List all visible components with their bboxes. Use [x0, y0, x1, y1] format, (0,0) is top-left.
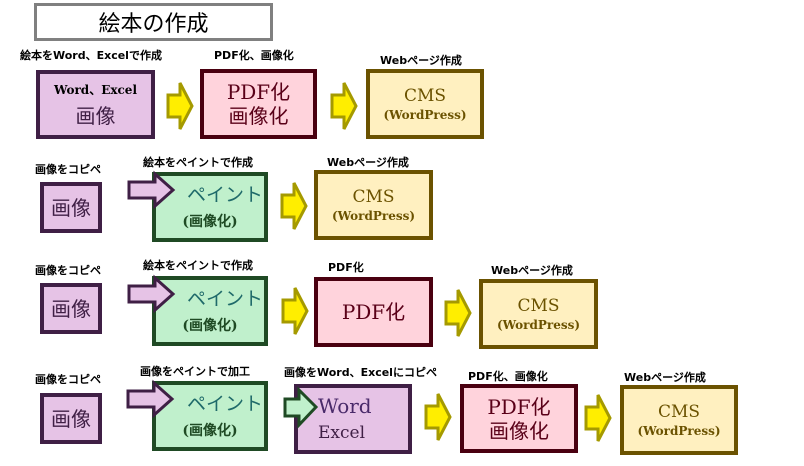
box-text: PDF化	[226, 80, 291, 104]
box-text: 画像	[51, 195, 91, 220]
diagram-title: 絵本の作成	[34, 3, 273, 41]
box-subtext: (画像化)	[182, 214, 238, 230]
box-text: CMS	[352, 187, 395, 207]
cms-box: CMS (WordPress)	[366, 69, 484, 139]
right-arrow-icon	[330, 82, 358, 130]
box-text: 画像	[51, 406, 91, 431]
box-subtext: (WordPress)	[331, 209, 416, 223]
box-text: CMS	[403, 86, 447, 106]
right-arrow-icon	[127, 170, 176, 210]
image-box: 画像	[40, 182, 102, 233]
word-excel-image-box: Word、Excel 画像	[36, 70, 155, 139]
box-text: ペイント	[186, 393, 263, 415]
box-subtext: (WordPress)	[496, 318, 581, 332]
box-text: Excel	[318, 423, 366, 443]
step-label: 画像をコピペ	[35, 264, 101, 277]
step-label: PDF化	[328, 261, 364, 274]
box-subtext: (画像化)	[182, 423, 238, 439]
box-subtext: (WordPress)	[637, 424, 721, 438]
right-arrow-icon	[127, 274, 176, 314]
step-label: 画像をWord、Excelにコピペ	[284, 366, 437, 379]
step-label: Webページ作成	[380, 54, 462, 67]
paint-box: ペイント (画像化)	[152, 172, 268, 242]
paint-box: ペイント (画像化)	[152, 381, 268, 451]
box-text: 画像	[51, 296, 91, 321]
step-label: Webページ作成	[327, 156, 409, 169]
image-box: 画像	[40, 283, 102, 334]
box-text: CMS	[657, 402, 701, 422]
step-label: 絵本をペイントで作成	[143, 259, 253, 272]
step-label: Webページ作成	[491, 264, 573, 277]
box-text: 画像化	[228, 104, 289, 128]
step-label: 絵本をペイントで作成	[143, 156, 253, 169]
pdf-box: PDF化	[314, 277, 433, 347]
right-arrow-icon	[424, 393, 452, 441]
step-label: PDF化、画像化	[468, 370, 548, 383]
step-label: Webページ作成	[624, 371, 706, 384]
box-subtitle: Word、Excel	[53, 82, 138, 97]
right-arrow-icon	[281, 287, 309, 335]
step-label: 画像をコピペ	[35, 373, 101, 386]
box-text: 画像化	[489, 418, 549, 443]
paint-box: ペイント (画像化)	[152, 276, 268, 346]
box-text: ペイント	[186, 184, 263, 206]
right-arrow-icon	[280, 182, 308, 230]
cms-box: CMS (WordPress)	[314, 170, 433, 240]
box-text: 画像	[75, 103, 116, 128]
pdf-image-box: PDF化 画像化	[200, 69, 317, 139]
right-arrow-icon	[126, 379, 175, 419]
right-arrow-icon	[166, 82, 194, 130]
step-label: 画像をコピペ	[35, 163, 101, 176]
cms-box: CMS (WordPress)	[479, 279, 598, 349]
box-text: Word	[318, 394, 372, 418]
step-label: 絵本をWord、Excelで作成	[20, 49, 162, 62]
box-text: CMS	[517, 296, 560, 316]
step-label: PDF化、画像化	[214, 49, 294, 62]
box-text: PDF化	[341, 300, 406, 324]
right-arrow-icon	[283, 386, 319, 429]
box-text: ペイント	[186, 288, 263, 310]
step-label: 画像をペイントで加工	[140, 365, 250, 378]
box-subtext: (画像化)	[182, 318, 238, 334]
word-excel-box: Word Excel	[294, 384, 412, 454]
box-subtext: (WordPress)	[383, 108, 467, 122]
image-box: 画像	[40, 393, 102, 444]
right-arrow-icon	[444, 289, 472, 337]
box-text: PDF化	[487, 394, 551, 419]
right-arrow-icon	[584, 394, 612, 442]
cms-box: CMS (WordPress)	[620, 385, 738, 455]
pdf-image-box: PDF化 画像化	[460, 384, 578, 453]
